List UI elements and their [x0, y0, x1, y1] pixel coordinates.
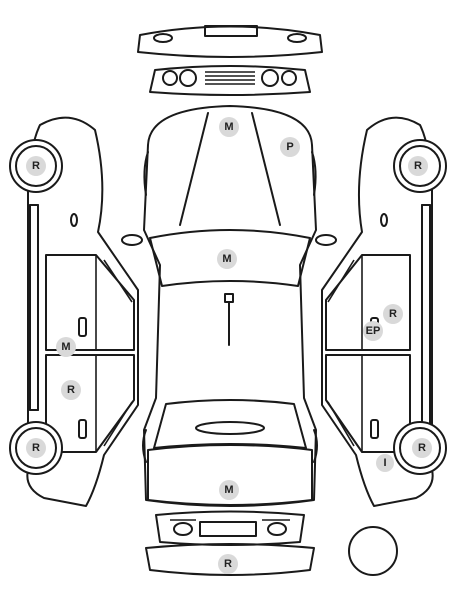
marker-right-rear-fender[interactable]: I — [376, 454, 394, 472]
marker-right-front-door-top[interactable]: R — [383, 304, 403, 324]
svg-text:EP: EP — [366, 325, 381, 337]
rear-bumper[interactable] — [145, 543, 315, 576]
front-bumper[interactable] — [137, 25, 323, 58]
svg-text:R: R — [414, 160, 422, 172]
svg-text:P: P — [286, 141, 293, 153]
car-body-top[interactable] — [121, 105, 337, 507]
marker-left-front-door[interactable]: M — [56, 337, 76, 357]
svg-text:R: R — [32, 442, 40, 454]
front-grille[interactable] — [149, 65, 311, 96]
marker-left-rear-wheel[interactable]: R — [26, 438, 46, 458]
svg-text:R: R — [418, 442, 426, 454]
marker-right-front-door[interactable]: EP — [363, 321, 383, 341]
marker-windshield[interactable]: M — [217, 249, 237, 269]
rear-panel[interactable] — [155, 510, 305, 546]
marker-left-rear-door[interactable]: R — [61, 380, 81, 400]
svg-text:M: M — [224, 484, 233, 496]
svg-text:R: R — [389, 308, 397, 320]
svg-text:M: M — [61, 341, 70, 353]
svg-text:R: R — [32, 160, 40, 172]
svg-text:R: R — [67, 384, 75, 396]
marker-rear-bumper[interactable]: R — [218, 554, 238, 574]
marker-roof[interactable]: P — [280, 137, 300, 157]
marker-left-front-wheel[interactable]: R — [26, 156, 46, 176]
spare-wheel[interactable] — [348, 526, 398, 576]
svg-text:I: I — [383, 457, 386, 469]
svg-text:M: M — [222, 253, 231, 265]
marker-right-front-wheel[interactable]: R — [408, 156, 428, 176]
marker-trunk[interactable]: M — [219, 480, 239, 500]
right-side-body[interactable] — [321, 116, 447, 507]
marker-hood[interactable]: M — [219, 117, 239, 137]
marker-right-rear-wheel[interactable]: R — [412, 438, 432, 458]
svg-text:M: M — [224, 121, 233, 133]
svg-text:R: R — [224, 558, 232, 570]
